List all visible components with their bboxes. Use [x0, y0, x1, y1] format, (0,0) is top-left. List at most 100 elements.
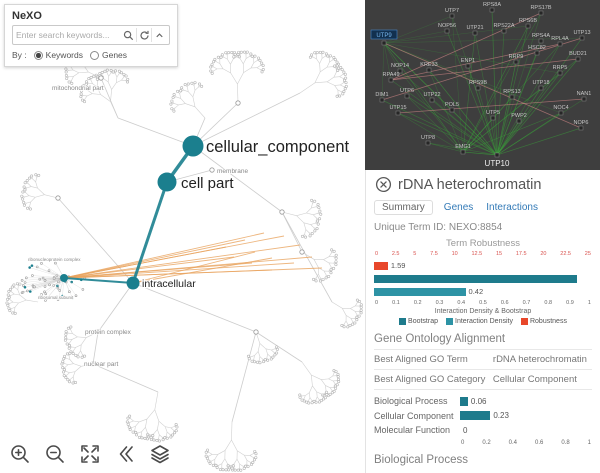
network-node-label[interactable]: KRE33 [420, 62, 437, 68]
search-icon[interactable] [121, 28, 136, 42]
tree-term-label[interactable]: cellular_component [205, 137, 351, 158]
layers-button[interactable] [148, 443, 172, 467]
network-node-label[interactable]: UTP6 [400, 88, 414, 94]
network-node[interactable] [426, 67, 432, 73]
network-node-label[interactable]: RPS8A [483, 2, 501, 8]
network-node-label[interactable]: NOC4 [553, 105, 568, 111]
network-node[interactable] [538, 38, 544, 44]
tree-term-label[interactable]: protein complex [84, 328, 132, 337]
tree-term-label[interactable]: nuclear part [83, 360, 119, 369]
network-node-label[interactable]: RPS4A [532, 33, 550, 39]
zoom-out-button[interactable] [43, 443, 67, 467]
tree-term-node[interactable] [157, 172, 177, 192]
network-node-label[interactable]: UTP15 [389, 105, 406, 111]
network-node[interactable] [449, 13, 455, 19]
network-node-label[interactable]: RPS9B [469, 80, 487, 86]
radio-keywords[interactable]: Keywords [33, 50, 83, 60]
tab-summary[interactable]: Summary [374, 200, 433, 215]
network-node[interactable] [429, 97, 435, 103]
network-node-label[interactable]: RRP9 [509, 54, 524, 60]
network-node[interactable] [509, 94, 515, 100]
search-input[interactable] [16, 30, 121, 40]
tab-interactions[interactable]: Interactions [486, 202, 538, 213]
network-node[interactable] [538, 85, 544, 91]
network-node-label[interactable]: RPS17B [530, 5, 551, 11]
network-node[interactable] [538, 10, 544, 16]
network-node-label[interactable]: NOP6 [574, 120, 589, 126]
network-node-label[interactable]: RRP5 [553, 65, 568, 71]
network-node-label[interactable]: POL5 [445, 102, 459, 108]
network-node-label[interactable]: UTP5 [486, 110, 500, 116]
network-node[interactable] [501, 28, 507, 34]
zoom-in-button[interactable] [8, 443, 32, 467]
network-node[interactable] [489, 7, 495, 13]
network-node[interactable] [472, 30, 478, 36]
network-node[interactable] [579, 35, 585, 41]
collapse-icon[interactable] [151, 28, 166, 42]
network-node-label[interactable]: BUD21 [569, 51, 587, 57]
network-node[interactable] [558, 110, 564, 116]
network-node[interactable] [460, 149, 466, 155]
network-node[interactable] [513, 59, 519, 65]
network-node-label[interactable]: PWP2 [511, 113, 527, 119]
network-node-label[interactable]: RPL4A [551, 36, 569, 42]
radio-genes[interactable]: Genes [89, 50, 127, 60]
tree-term-label[interactable]: mitochondrial part [51, 84, 104, 93]
fit-to-screen-button[interactable] [78, 443, 102, 467]
network-node-label[interactable]: NOP14 [391, 63, 409, 69]
network-node[interactable] [425, 140, 431, 146]
network-node[interactable] [449, 107, 455, 113]
network-node-label[interactable]: RPA49 [382, 72, 399, 78]
network-node-label[interactable]: NOP56 [438, 23, 456, 29]
network-node[interactable] [397, 68, 403, 74]
network-node-label[interactable]: UTP22 [423, 92, 440, 98]
network-node[interactable] [388, 77, 394, 83]
tree-term-label[interactable]: membrane [216, 167, 249, 176]
network-node[interactable] [578, 125, 584, 131]
network-node-label[interactable]: EMG1 [455, 144, 471, 150]
reset-icon[interactable] [136, 28, 151, 42]
tree-term-node[interactable] [182, 135, 204, 157]
network-node-label[interactable]: NAN1 [577, 91, 592, 97]
network-node-label[interactable]: UTP18 [532, 80, 549, 86]
network-node-label[interactable]: UTP7 [445, 8, 459, 14]
tab-genes[interactable]: Genes [443, 202, 474, 213]
network-node-label[interactable]: UTP21 [466, 25, 483, 31]
network-node[interactable] [444, 28, 450, 34]
network-node[interactable] [404, 93, 410, 99]
tree-term-node[interactable] [60, 274, 68, 282]
tree-term-label[interactable]: intracellular [141, 277, 198, 292]
network-node-label[interactable]: ENP1 [461, 58, 475, 64]
network-node-label[interactable]: UTP13 [573, 30, 590, 36]
tree-term-label[interactable]: ribosomal subunit [37, 294, 75, 301]
network-node[interactable] [525, 23, 531, 29]
network-node[interactable] [581, 96, 587, 102]
collapse-nodes-button[interactable] [113, 443, 137, 467]
network-node[interactable] [465, 63, 471, 69]
network-node-label[interactable]: DIM1 [375, 92, 388, 98]
network-node-label[interactable]: RPS13 [503, 89, 520, 95]
network-node-label[interactable]: RPS22A [493, 23, 514, 29]
network-node-label[interactable]: UTP10 [485, 159, 510, 168]
close-button[interactable] [374, 176, 392, 194]
network-node-label[interactable]: UTP8 [421, 135, 435, 141]
network-node[interactable] [379, 97, 385, 103]
network-node[interactable] [494, 152, 500, 158]
network-node[interactable] [516, 118, 522, 124]
network-node[interactable] [381, 40, 387, 46]
network-node-label[interactable]: HSC82 [528, 45, 546, 51]
network-node[interactable] [475, 85, 481, 91]
network-node[interactable] [557, 41, 563, 47]
network-node-label[interactable]: UTP9 [376, 33, 392, 39]
tree-term-label[interactable]: cell part [180, 174, 236, 194]
network-node[interactable] [557, 70, 563, 76]
network-node[interactable] [490, 115, 496, 121]
tree-term-node[interactable] [126, 276, 140, 290]
network-node[interactable] [395, 110, 401, 116]
network-node[interactable] [575, 56, 581, 62]
tree-term-label[interactable]: ribonucleoprotein complex [27, 256, 82, 263]
